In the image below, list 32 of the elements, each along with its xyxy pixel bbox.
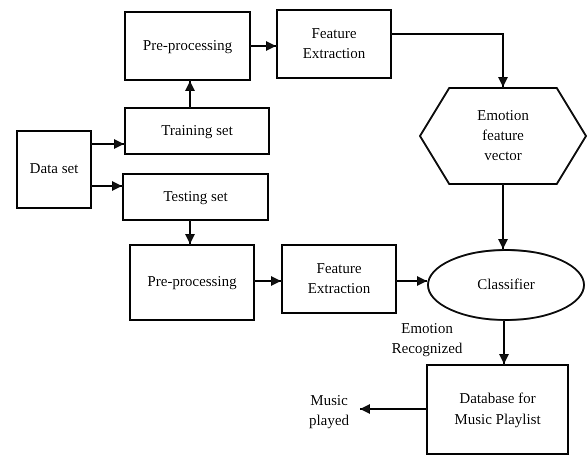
ellipse-node — [427, 249, 585, 321]
arrow — [360, 404, 426, 414]
arrow — [498, 185, 508, 249]
process-box — [16, 130, 92, 209]
node-label: Pre-processing — [142, 36, 232, 56]
node-label: Classifier — [477, 276, 535, 295]
arrow — [92, 181, 122, 191]
process-box — [281, 244, 397, 314]
arrow — [255, 276, 281, 286]
process-box — [122, 173, 269, 221]
node-label: Feature Extraction — [302, 24, 366, 64]
node-label: Emotion feature vector — [476, 106, 530, 166]
process-box — [276, 9, 392, 79]
node-label: Data set — [30, 160, 78, 180]
node-label: Feature Extraction — [306, 260, 372, 299]
process-box — [124, 11, 251, 81]
arrow — [397, 276, 427, 286]
arrow — [392, 33, 508, 87]
arrow — [499, 321, 509, 364]
node-label: Testing set — [163, 188, 228, 207]
arrow — [185, 81, 195, 107]
process-box — [124, 107, 270, 155]
process-box — [129, 244, 255, 321]
arrow — [251, 41, 276, 51]
node-label: Training set — [161, 122, 233, 141]
arrow — [92, 139, 124, 149]
process-box — [426, 364, 569, 455]
hexagon-node — [419, 87, 587, 185]
arrow — [185, 221, 195, 244]
node-label: Pre-processing — [147, 273, 237, 292]
node-label: Database for Music Playlist — [453, 390, 542, 430]
output-label: Music played — [308, 392, 350, 431]
